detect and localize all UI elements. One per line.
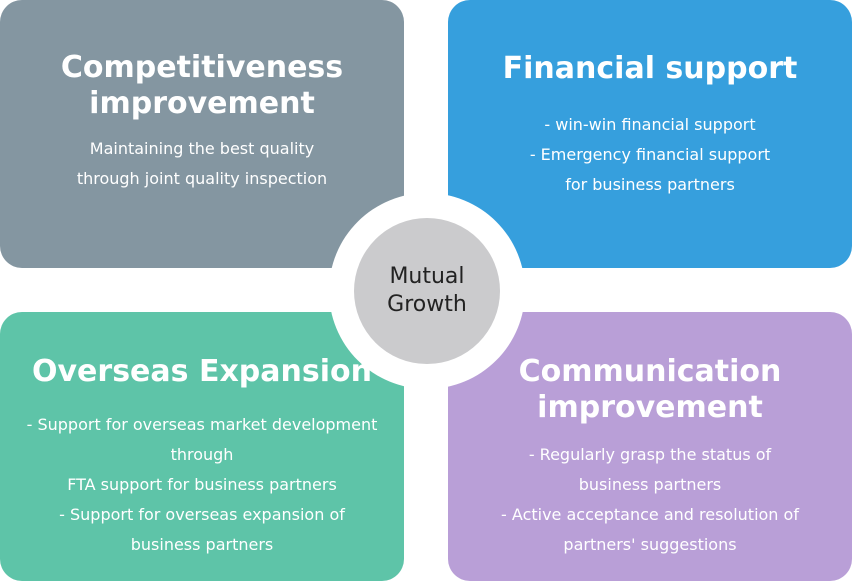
communication-card: Communication improvement - Regularly gr… (448, 312, 852, 581)
overseas-line: - Support for overseas expansion of (59, 505, 345, 524)
communication-description: - Regularly grasp the status of business… (448, 440, 852, 560)
communication-title: Communication improvement (518, 354, 782, 425)
financial-title: Financial support (502, 51, 798, 86)
overseas-line: through (170, 445, 234, 464)
competitiveness-title: Competitiveness improvement (60, 50, 344, 121)
overseas-line: FTA support for business partners (67, 475, 337, 494)
overseas-card: Overseas Expansion - Support for oversea… (0, 312, 404, 581)
financial-line: - win-win financial support (544, 115, 756, 134)
financial-description: - win-win financial support - Emergency … (448, 110, 852, 200)
financial-line: - Emergency financial support (529, 145, 771, 164)
center-label-line2: Growth (387, 292, 467, 317)
mutual-growth-circle: Mutual Growth (354, 218, 500, 364)
communication-line: business partners (578, 475, 722, 494)
center-label: Mutual Growth (387, 263, 467, 319)
communication-line: partners' suggestions (563, 535, 737, 554)
overseas-title: Overseas Expansion (32, 354, 372, 389)
overseas-description: - Support for overseas market developmen… (0, 410, 404, 560)
financial-card: Financial support - win-win financial su… (448, 0, 852, 268)
overseas-line: - Support for overseas market developmen… (26, 415, 378, 434)
financial-line: for business partners (565, 175, 735, 194)
competitiveness-line: through joint quality inspection (76, 169, 328, 188)
competitiveness-line: Maintaining the best quality (89, 139, 315, 158)
center-label-line1: Mutual (389, 264, 465, 289)
communication-line: - Regularly grasp the status of (528, 445, 772, 464)
overseas-line: business partners (130, 535, 274, 554)
competitiveness-description: Maintaining the best quality through joi… (0, 134, 404, 194)
communication-line: - Active acceptance and resolution of (501, 505, 799, 524)
competitiveness-card: Competitiveness improvement Maintaining … (0, 0, 404, 268)
